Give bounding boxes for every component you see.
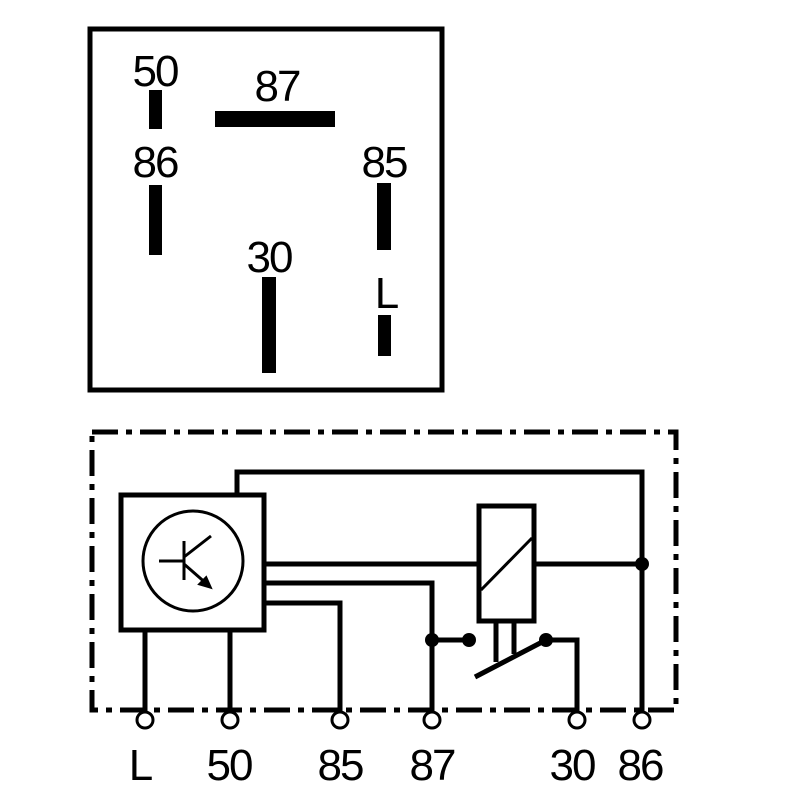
contact-dot bbox=[539, 633, 553, 647]
wire-87 bbox=[264, 580, 435, 712]
terminal-label: 30 bbox=[550, 741, 595, 790]
terminal-86 bbox=[632, 710, 652, 730]
wire-85 bbox=[264, 600, 343, 712]
pin-label-50: 50 bbox=[133, 47, 178, 96]
relay-coil bbox=[476, 503, 537, 624]
switch-blade bbox=[473, 637, 548, 680]
terminal-label: 85 bbox=[318, 741, 363, 790]
pin-label-L: L bbox=[375, 269, 399, 318]
junction-dot bbox=[425, 633, 439, 647]
enclosure-outline bbox=[89, 429, 679, 713]
wire-30 bbox=[546, 637, 580, 712]
contact-dot bbox=[462, 633, 476, 647]
pin-label-87: 87 bbox=[255, 62, 300, 111]
wire-86 bbox=[234, 469, 645, 712]
pin-86 bbox=[149, 185, 162, 255]
transistor-icon bbox=[159, 534, 213, 590]
pin-50 bbox=[149, 90, 162, 129]
pin-label-85: 85 bbox=[362, 138, 407, 187]
pin-30 bbox=[262, 277, 276, 373]
terminal-87 bbox=[422, 710, 442, 730]
schematic-view bbox=[89, 429, 679, 730]
terminal-30 bbox=[567, 710, 587, 730]
relay-housing-outline bbox=[87, 26, 445, 393]
pin-L bbox=[378, 315, 391, 356]
pin-label-86: 86 bbox=[133, 138, 178, 187]
transistor-circle bbox=[141, 509, 245, 613]
pin-label-30: 30 bbox=[247, 233, 292, 282]
junction-dot bbox=[635, 557, 649, 571]
terminal-labels: L 50 85 87 30 86 bbox=[129, 741, 665, 790]
terminal-85 bbox=[330, 710, 350, 730]
terminal-label: 87 bbox=[410, 741, 455, 790]
terminal-50 bbox=[220, 710, 240, 730]
pin-87 bbox=[215, 111, 335, 127]
pin-85 bbox=[377, 183, 391, 250]
terminals bbox=[135, 710, 652, 730]
terminal-label: 50 bbox=[207, 741, 252, 790]
terminal-label: L bbox=[129, 741, 153, 790]
terminal-label: 86 bbox=[618, 741, 663, 790]
terminal-L bbox=[135, 710, 155, 730]
relay-coil-diagonal bbox=[479, 536, 534, 592]
pinout-view: 50 86 87 85 30 L bbox=[87, 26, 445, 393]
junction-dots bbox=[425, 557, 649, 647]
